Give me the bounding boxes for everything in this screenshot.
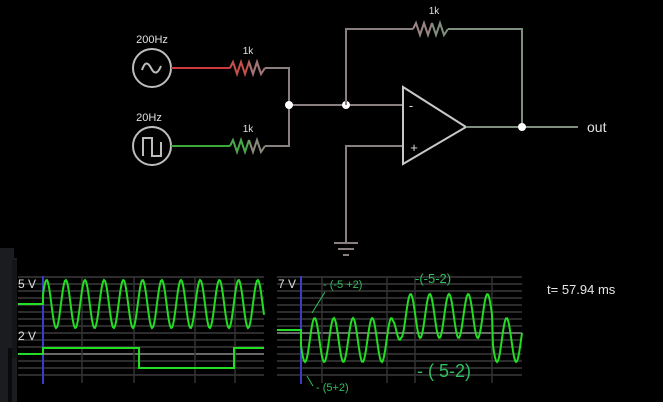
resistor-label: 1k bbox=[429, 6, 441, 17]
resistor-r2[interactable]: 1k bbox=[229, 124, 266, 156]
wire-noninverting[interactable] bbox=[345, 145, 403, 243]
sine-trace bbox=[18, 278, 265, 330]
scope-grid bbox=[277, 276, 522, 383]
resistor-zigzag-tail bbox=[248, 58, 266, 78]
junction-dot bbox=[285, 101, 293, 109]
resistor-label: 1k bbox=[243, 124, 255, 135]
scope-bottom-label: 2 V bbox=[18, 329, 36, 343]
wire[interactable] bbox=[265, 67, 290, 105]
wire[interactable] bbox=[265, 105, 290, 147]
circuit: 200Hz 20Hz 1k 1k bbox=[132, 6, 607, 256]
opamp[interactable]: - + bbox=[402, 85, 468, 166]
opamp-triangle-icon bbox=[402, 85, 468, 166]
feedback-wire[interactable] bbox=[345, 28, 413, 105]
resistor-label: 1k bbox=[243, 46, 255, 57]
annotation-text: - (5+2) bbox=[316, 382, 349, 394]
junction-dot bbox=[518, 123, 526, 131]
annotation-pointer bbox=[306, 375, 314, 387]
input-scope[interactable]: 5 V 2 V bbox=[18, 276, 265, 384]
scope-top-label: 5 V bbox=[18, 277, 36, 291]
annotation-pointer bbox=[311, 291, 326, 314]
square-trace bbox=[18, 347, 264, 369]
inverting-input-label: - bbox=[409, 98, 413, 113]
output-scope[interactable]: 7 V - (-5 +2) -(-5-2) - (5+2) - ( 5-2) bbox=[277, 271, 523, 394]
output-trace bbox=[277, 292, 523, 364]
resistor-r1[interactable]: 1k bbox=[229, 46, 266, 78]
sine-wave-icon bbox=[141, 62, 162, 74]
time-readout: t= 57.94 ms bbox=[547, 282, 616, 297]
sidebar-scroll-track[interactable] bbox=[8, 348, 12, 402]
ground-icon bbox=[334, 242, 358, 256]
annotation-text: - (-5 +2) bbox=[323, 279, 362, 291]
feedback-wire-out[interactable] bbox=[448, 28, 523, 127]
annotation-text: - ( 5-2) bbox=[417, 361, 471, 381]
square-source-20hz[interactable]: 20Hz bbox=[132, 112, 172, 166]
resistor-zigzag-tail bbox=[248, 136, 266, 156]
output-label: out bbox=[587, 119, 607, 135]
source-label: 200Hz bbox=[136, 34, 168, 46]
resistor-zigzag-tail bbox=[431, 19, 449, 39]
resistor-zigzag-icon bbox=[229, 136, 250, 156]
resistor-feedback[interactable]: 1k bbox=[412, 6, 449, 39]
sidebar-divider bbox=[12, 260, 17, 358]
annotation-text: -(-5-2) bbox=[415, 271, 451, 286]
source-label: 20Hz bbox=[136, 112, 162, 124]
square-wave-icon bbox=[142, 137, 162, 157]
scope-top-label: 7 V bbox=[278, 277, 296, 291]
ac-source-200hz[interactable]: 200Hz bbox=[132, 34, 172, 88]
noninverting-input-label: + bbox=[410, 140, 418, 155]
resistor-zigzag-icon bbox=[412, 19, 433, 39]
